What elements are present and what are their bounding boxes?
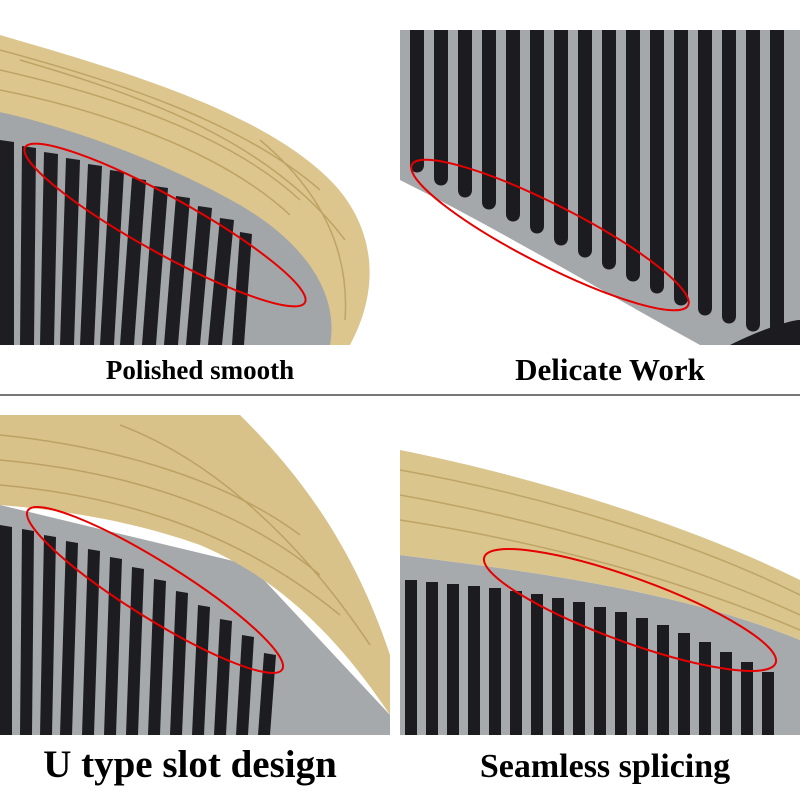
caption-seamless-splicing: Seamless splicing — [479, 748, 731, 785]
caption-delicate-work: Delicate Work — [515, 352, 705, 387]
comb-photo-delicate — [400, 30, 800, 345]
caption-polished-smooth: Polished smooth — [105, 355, 295, 385]
comb-photo-u-slot — [0, 415, 390, 735]
comb-teeth — [0, 525, 276, 735]
caption-u-type-slot-design: U type slot design — [43, 743, 337, 786]
comb-teeth — [0, 140, 252, 345]
comb-photo-seamless — [400, 450, 800, 735]
comb-photo-polished — [0, 0, 385, 345]
divider-line — [0, 394, 800, 396]
comb-teeth — [410, 30, 784, 338]
